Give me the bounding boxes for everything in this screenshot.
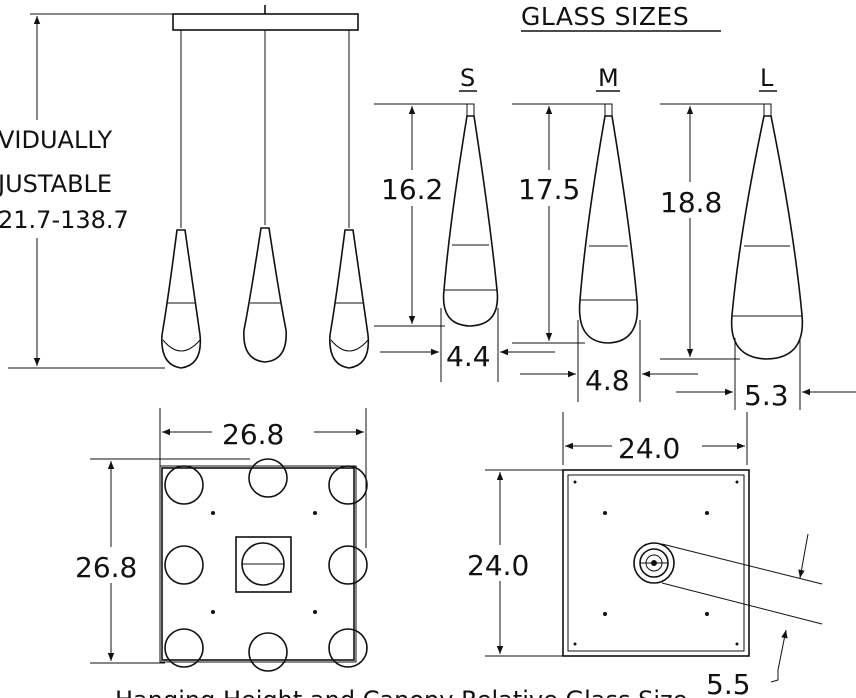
top-view-layout: 26.8 26.8 xyxy=(72,408,368,672)
adjustable-note-line3: 21.7-138.7 xyxy=(0,206,129,234)
canopy-plate xyxy=(172,13,359,31)
canopy-depth: 24.0 xyxy=(467,549,529,582)
diameter-l: 5.3 xyxy=(744,379,789,412)
glass-size-large: L 18.8 5.3 xyxy=(655,64,856,412)
canopy-bottom-view: 24.0 24.0 5.5 xyxy=(464,412,823,698)
adjustable-note-line1: VIDUALLY xyxy=(0,126,113,154)
pendant-glass-left xyxy=(161,229,202,369)
size-label-l: L xyxy=(760,64,774,92)
size-label-m: M xyxy=(598,64,619,92)
diameter-s: 4.4 xyxy=(446,340,491,373)
canopy-plate xyxy=(562,469,750,657)
canopy-offset: 5.5 xyxy=(706,668,751,698)
top-view-depth: 26.8 xyxy=(75,551,137,584)
height-m: 17.5 xyxy=(518,173,580,206)
pendant-assembly: VIDUALLY JUSTABLE 21.7-138.7 xyxy=(0,5,370,369)
diameter-m: 4.8 xyxy=(585,364,630,397)
pendant-glass-right xyxy=(329,229,370,369)
height-l: 18.8 xyxy=(660,186,722,219)
top-view-width: 26.8 xyxy=(222,418,284,451)
glass-size-medium: M 17.5 4.8 xyxy=(512,64,698,402)
top-view-plate xyxy=(161,467,355,661)
glass-sizes-title: GLASS SIZES xyxy=(521,2,689,31)
bottom-caption: Hanging Height and Canopy Relative Glass… xyxy=(115,686,687,698)
canopy-width: 24.0 xyxy=(618,432,680,465)
adjustable-note-line2: JUSTABLE xyxy=(0,170,112,198)
pendant-glass-center xyxy=(243,227,287,363)
size-label-s: S xyxy=(460,64,475,92)
height-s: 16.2 xyxy=(381,173,443,206)
glass-size-small: S 16.2 4.4 xyxy=(374,64,555,382)
canopy-center-fitting xyxy=(633,542,675,584)
